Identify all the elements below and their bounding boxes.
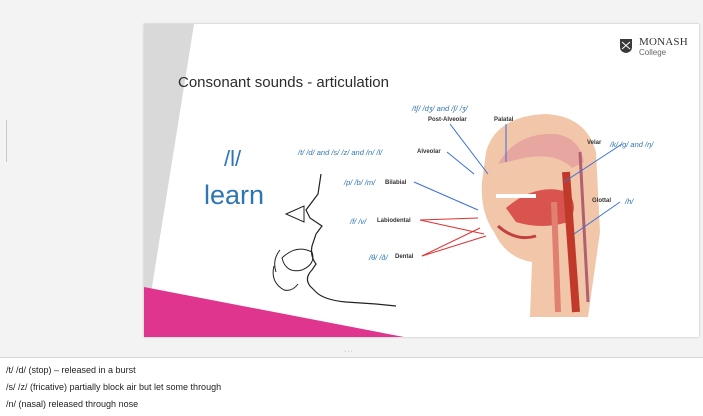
note-line: /t/ /d/ (stop) – released in a burst xyxy=(6,365,136,375)
glottal-sounds-label: /h/ xyxy=(625,197,633,206)
velar-label: Velar xyxy=(587,140,601,146)
bilabial-sounds-label: /p/ /b/ /m/ xyxy=(344,178,375,187)
dental-label: Dental xyxy=(395,254,413,260)
labiodental-label: Labiodental xyxy=(377,218,411,224)
thumbnail-pane-edge xyxy=(6,120,7,162)
bilabial-label: Bilabial xyxy=(385,180,406,186)
alveolar-label: Alveolar xyxy=(417,149,441,155)
note-line: /n/ (nasal) released through nose xyxy=(6,399,138,409)
slide-canvas[interactable]: MONASH College Consonant sounds - articu… xyxy=(144,24,699,337)
notes-resize-handle[interactable]: ··· xyxy=(344,349,360,355)
velar-sounds-label: /k/ /g/ and /ŋ/ xyxy=(610,140,653,149)
palatal-label: Palatal xyxy=(494,117,513,123)
slide-editor-area: MONASH College Consonant sounds - articu… xyxy=(0,0,703,352)
speaker-notes-pane[interactable]: /t/ /d/ (stop) – released in a burst /s/… xyxy=(0,357,703,416)
labiodental-sounds-label: /f/ /v/ xyxy=(350,217,366,226)
alveolar-sounds-label: /t/ /d/ and /s/ /z/ and /n/ /l/ xyxy=(298,148,382,157)
post-alveolar-sounds-label: /tʃ/ /dʒ/ and /ʃ/ /ʒ/ xyxy=(412,104,468,113)
glottal-label: Glottal xyxy=(592,198,611,204)
dental-sounds-label: /θ/ /ð/ xyxy=(369,253,388,262)
pointer-lines xyxy=(144,24,699,337)
post-alveolar-label: Post-Alveolar xyxy=(428,117,467,123)
note-line: /s/ /z/ (fricative) partially block air … xyxy=(6,382,221,392)
